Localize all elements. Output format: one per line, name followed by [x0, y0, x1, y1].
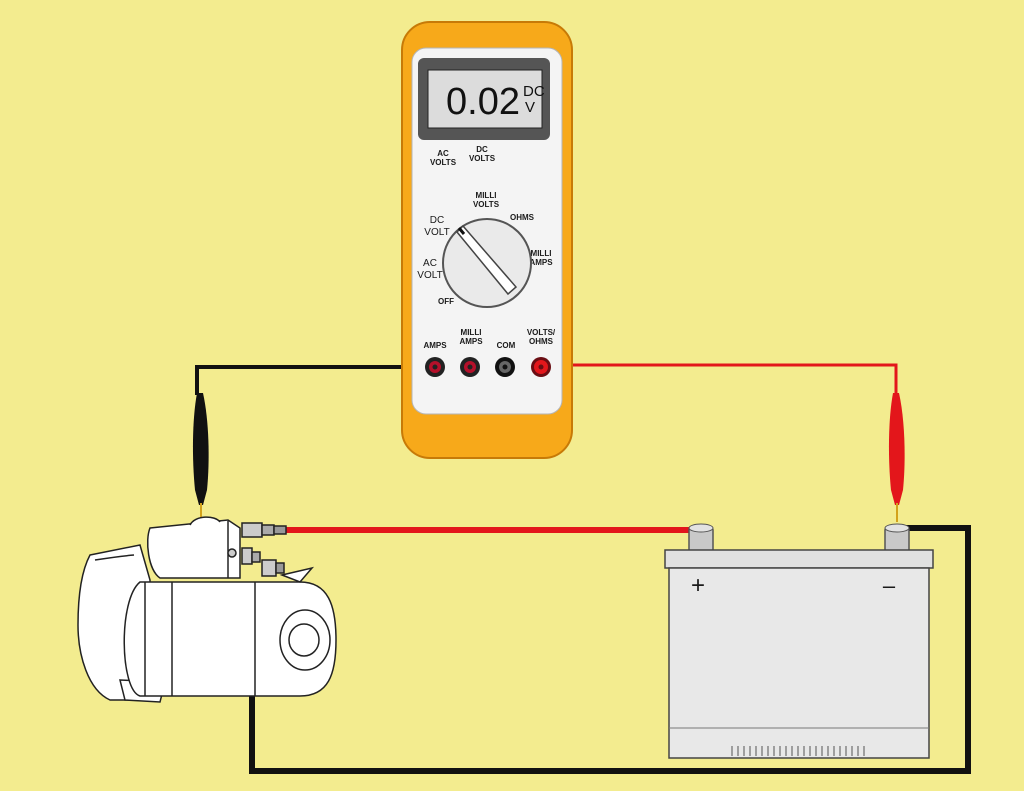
battery-case: [668, 567, 930, 759]
jack-label-amps: AMPS: [423, 341, 447, 350]
dc-volts-label-line2: VOLTS: [469, 154, 496, 163]
multimeter: 0.02 DC V AC VOLTS DC VOLTS MILLI VOLTS …: [401, 21, 573, 459]
starter-motor-body: [123, 581, 337, 697]
battery-base-vents: [731, 746, 865, 756]
dial-label-ohms: OHMS: [510, 213, 535, 222]
jack-label-volts-ohms-1: VOLTS/: [527, 328, 556, 337]
jack-label-com: COM: [497, 341, 516, 350]
red-probe: [888, 393, 905, 522]
dial-label-milli-amps-2: AMPS: [529, 258, 553, 267]
display-screen: [427, 69, 543, 129]
red-test-lead-wire: [541, 363, 898, 395]
dial-label-off: OFF: [438, 297, 454, 306]
rotary-selector-dial[interactable]: [442, 218, 532, 308]
jack-amps[interactable]: [425, 357, 445, 377]
jack-com[interactable]: [495, 357, 515, 377]
dial-label-milli-volts-1: MILLI: [476, 191, 497, 200]
ac-volts-label-line2: VOLTS: [430, 158, 457, 167]
jack-label-milli-amps-1: MILLI: [461, 328, 482, 337]
battery-negative-symbol: –: [883, 573, 896, 598]
dial-label-ac-volt-2: VOLT: [417, 270, 442, 281]
dial-label-milli-volts-2: VOLTS: [473, 200, 500, 209]
jack-volts-ohms[interactable]: [531, 357, 551, 377]
wires: [195, 363, 971, 774]
battery-positive-terminal: [688, 523, 714, 553]
battery-positive-symbol: +: [691, 572, 705, 599]
starter-motor: [77, 516, 337, 703]
jack-label-volts-ohms-2: OHMS: [529, 337, 554, 346]
dial-label-dc-volt-1: DC: [430, 215, 444, 226]
display-unit-dc: DC: [523, 83, 545, 100]
ground-cable: [249, 525, 971, 774]
battery-lid: [664, 549, 934, 569]
battery-negative-terminal: [884, 523, 910, 553]
battery: + –: [664, 523, 934, 759]
dial-label-dc-volt-2: VOLT: [424, 227, 449, 238]
ac-volts-label-line1: AC: [437, 149, 449, 158]
solenoid: [147, 519, 241, 579]
jack-label-milli-amps-2: AMPS: [459, 337, 483, 346]
dial-label-ac-volt-1: AC: [423, 258, 437, 269]
dial-label-milli-amps-1: MILLI: [531, 249, 552, 258]
jack-milli-amps[interactable]: [460, 357, 480, 377]
display-reading: 0.02: [446, 81, 520, 123]
dc-volts-label-line1: DC: [476, 145, 488, 154]
display-unit-v: V: [525, 99, 535, 116]
black-probe: [192, 393, 209, 520]
